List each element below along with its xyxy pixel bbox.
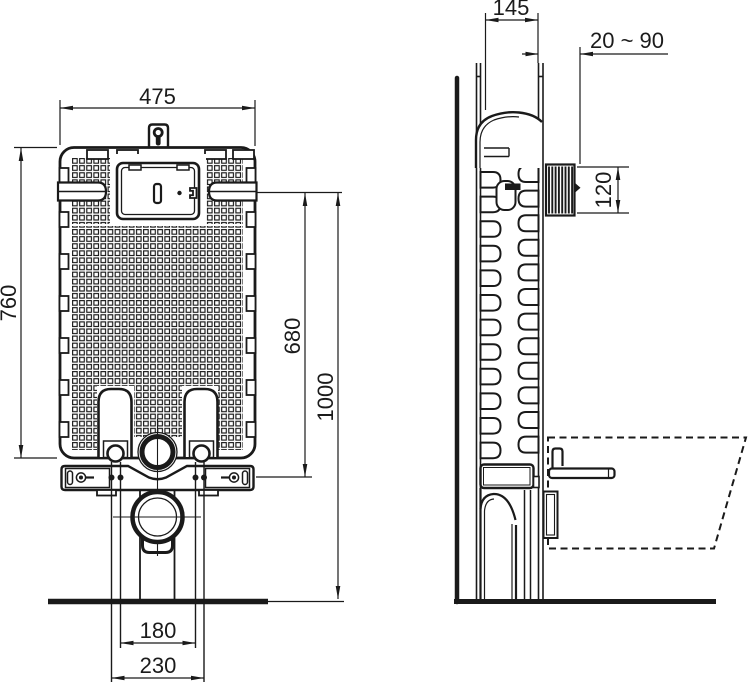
cistern-tank bbox=[474, 110, 543, 211]
keyhole-fixing-left bbox=[66, 470, 94, 486]
inspection-cutouts bbox=[97, 387, 219, 463]
drain-bend bbox=[479, 488, 532, 599]
dimensions: 475 760 680 1000 180 bbox=[0, 0, 668, 681]
drain-outlet bbox=[113, 419, 201, 601]
bottom-fixing-bracket bbox=[60, 464, 255, 497]
keyhole-fixing-right bbox=[221, 470, 249, 486]
outlet-sleeve bbox=[542, 490, 559, 539]
front-view bbox=[48, 123, 344, 682]
bracket-foot-left bbox=[96, 489, 117, 497]
dim-label-145: 145 bbox=[493, 0, 530, 20]
flush-connector bbox=[544, 163, 581, 217]
panel-tab-right bbox=[176, 164, 190, 171]
dimension-connector-height: 120 bbox=[577, 166, 629, 214]
dim-label-760: 760 bbox=[0, 285, 21, 322]
wall-bracket-right bbox=[207, 181, 258, 202]
dim-label-680: 680 bbox=[280, 318, 305, 355]
dim-label-120: 120 bbox=[591, 172, 616, 209]
dimension-inner-bolt-spacing: 180 bbox=[120, 618, 196, 646]
dimension-adjustment-range: 20 ~ 90 bbox=[522, 28, 668, 164]
wall-bracket-left bbox=[56, 181, 108, 202]
panel-tab-left bbox=[128, 164, 142, 171]
bracket-foot-right bbox=[198, 489, 219, 497]
flush-rod-slot bbox=[152, 182, 163, 205]
dim-label-1000: 1000 bbox=[313, 373, 338, 422]
dimension-frame-depth: 145 bbox=[484, 0, 539, 110]
dimension-frame-width: 475 bbox=[59, 84, 256, 146]
bowl-fixing-rod bbox=[547, 447, 616, 480]
hanger-bracket-icon bbox=[147, 123, 170, 152]
dim-label-230: 230 bbox=[140, 653, 177, 678]
side-view bbox=[454, 63, 748, 605]
connector-nub bbox=[574, 182, 581, 193]
dimension-frame-height: 760 bbox=[0, 146, 57, 459]
dimension-bracket-height: 680 bbox=[256, 191, 342, 478]
control-panel-opening bbox=[110, 154, 206, 225]
toilet-bowl-outline bbox=[547, 436, 748, 550]
dim-label-475: 475 bbox=[139, 84, 176, 109]
panel-clip-icon bbox=[189, 187, 198, 199]
dim-label-180: 180 bbox=[140, 618, 177, 643]
dimension-outer-bolt-spacing: 230 bbox=[111, 653, 204, 681]
bowl-fixing-bolts bbox=[108, 462, 207, 682]
bottom-bracket-side bbox=[479, 463, 540, 490]
panel-dot bbox=[177, 190, 182, 196]
dimension-total-height: 1000 bbox=[313, 193, 341, 599]
dim-label-20-90: 20 ~ 90 bbox=[590, 28, 664, 53]
